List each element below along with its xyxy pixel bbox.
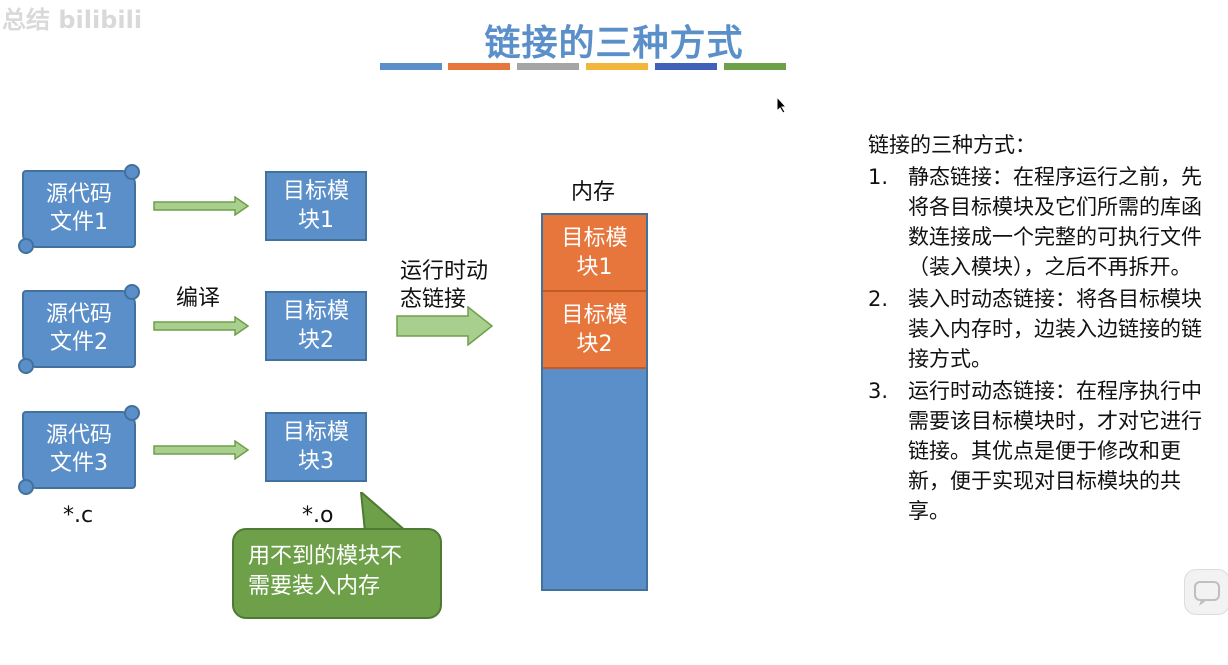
runtime-link-label-line2: 态链接 [400,287,467,312]
player-control-button[interactable] [1184,569,1228,615]
memory-column: 目标模 块1 目标模 块2 [541,213,648,591]
callout-line1: 用不到的模块不 [248,544,403,569]
color-bar-1 [380,63,442,70]
memory-block-1-line2: 块1 [576,254,613,280]
list-item-text: 装入时动态链接：将各目标模块装入内存时，边装入边链接的链接方式。 [908,287,1202,371]
color-bar-5 [655,63,717,70]
chat-bubble-icon [1194,581,1220,606]
memory-label: 内存 [571,180,616,205]
compile-arrow-2 [153,316,249,336]
side-description: 链接的三种方式： 1. 静态链接：在程序运行之前，先将各目标模块及它们所需的库函… [868,130,1218,528]
color-bar-3 [517,63,579,70]
compile-arrow-1 [153,196,249,216]
source-file-2-line2: 文件2 [50,330,108,355]
source-file-2: 源代码 文件2 [18,284,140,374]
target-module-2-line1: 目标模 [282,299,349,324]
source-file-1: 源代码 文件1 [18,164,140,254]
list-item: 3. 运行时动态链接：在程序执行中需要该目标模块时，才对它进行链接。其优点是便于… [868,376,1218,526]
memory-block-1: 目标模 块1 [543,215,646,292]
list-item: 2. 装入时动态链接：将各目标模块装入内存时，边装入边链接的链接方式。 [868,284,1218,374]
source-file-1-line1: 源代码 [45,182,112,207]
target-module-1: 目标模 块1 [265,171,367,241]
list-item-text: 静态链接：在程序运行之前，先将各目标模块及它们所需的库函数连接成一个完整的可执行… [908,165,1202,279]
memory-block-2-line2: 块2 [576,331,613,357]
source-file-3: 源代码 文件3 [18,405,140,495]
color-bar-2 [448,63,510,70]
source-file-2-line1: 源代码 [45,302,112,327]
target-module-3-line1: 目标模 [282,420,349,445]
target-module-2: 目标模 块2 [265,291,367,361]
callout-note: 用不到的模块不 需要装入内存 [232,528,442,619]
mouse-cursor-icon [776,96,788,114]
list-item-number: 2. [868,287,889,311]
runtime-link-arrow [396,306,494,346]
list-item-text: 运行时动态链接：在程序执行中需要该目标模块时，才对它进行链接。其优点是便于修改和… [908,379,1202,523]
list-item: 1. 静态链接：在程序运行之前，先将各目标模块及它们所需的库函数连接成一个完整的… [868,162,1218,282]
runtime-link-label: 运行时动 态链接 [400,258,488,314]
memory-block-1-line1: 目标模 [561,225,628,251]
memory-block-2: 目标模 块2 [543,292,646,369]
target-module-3-line2: 块3 [298,449,334,474]
target-module-3: 目标模 块3 [265,412,367,482]
callout-line2: 需要装入内存 [248,574,381,599]
compile-arrow-3 [153,440,249,460]
list-item-number: 3. [868,379,889,403]
source-file-1-line2: 文件1 [50,210,108,235]
compile-label: 编译 [176,286,221,311]
source-file-3-line2: 文件3 [50,451,108,476]
callout-pointer [359,492,409,532]
memory-block-2-line1: 目标模 [561,302,628,328]
watermark: 总结 bilibili [2,6,143,34]
module-ext-label: *.o [302,503,334,528]
color-bar-6 [724,63,786,70]
list-item-number: 1. [868,165,889,189]
runtime-link-label-line1: 运行时动 [400,259,489,284]
source-ext-label: *.c [63,503,94,528]
side-heading: 链接的三种方式： [868,133,1036,157]
target-module-1-line1: 目标模 [282,179,349,204]
source-file-3-line1: 源代码 [45,423,112,448]
target-module-2-line2: 块2 [298,328,334,353]
link-methods-list: 1. 静态链接：在程序运行之前，先将各目标模块及它们所需的库函数连接成一个完整的… [868,162,1218,526]
page-title: 链接的三种方式 [484,23,744,64]
target-module-1-line2: 块1 [298,208,334,233]
color-bar-4 [586,63,648,70]
